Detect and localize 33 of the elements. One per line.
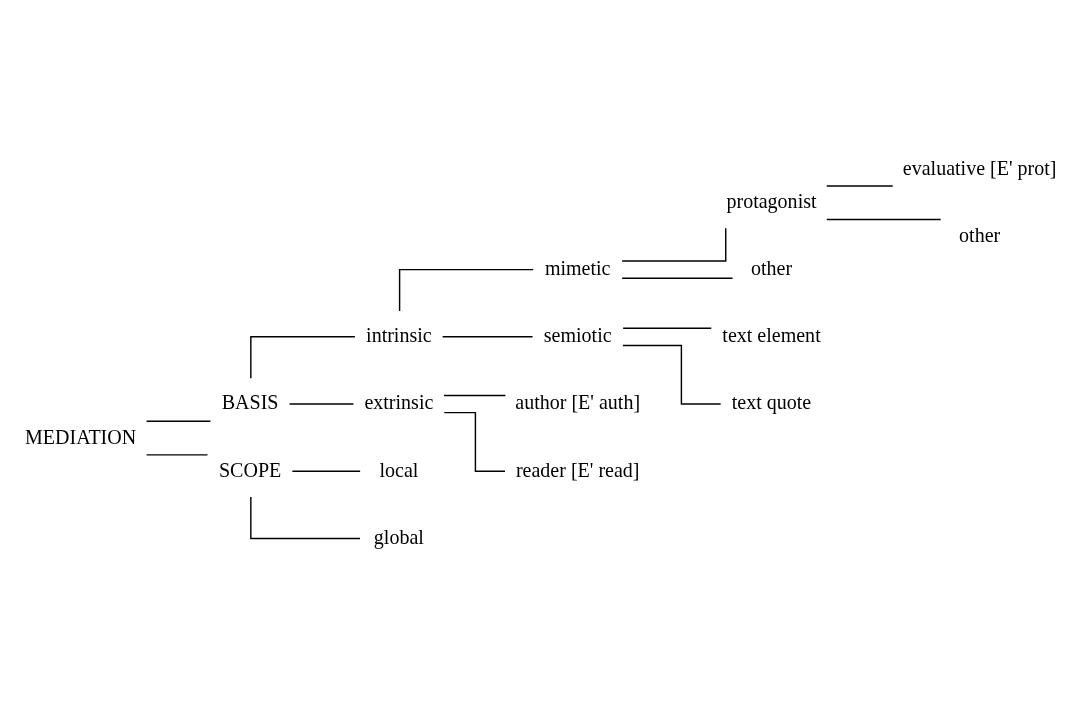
connector xyxy=(145,420,212,422)
node-text: SCOPE xyxy=(218,458,282,481)
connector xyxy=(291,470,361,472)
node-text: mimetic xyxy=(544,256,611,279)
node-text: intrinsic xyxy=(366,324,432,347)
connector xyxy=(250,336,356,379)
node-text: text quote xyxy=(731,391,812,414)
connector xyxy=(398,268,534,312)
node-text: local xyxy=(379,458,419,481)
connector xyxy=(250,496,361,540)
node-text: other xyxy=(750,256,793,279)
connector xyxy=(826,218,942,221)
node-text: other xyxy=(959,223,1001,246)
node-text: extrinsic xyxy=(364,391,434,414)
node-text: author [E' auth] xyxy=(515,391,641,414)
connector xyxy=(441,336,534,338)
connector xyxy=(145,454,209,456)
node-text: reader [E' read] xyxy=(515,458,640,481)
connector xyxy=(288,403,355,405)
node-text: protagonist xyxy=(726,189,817,212)
connector xyxy=(826,185,894,187)
connector xyxy=(443,411,506,472)
connector xyxy=(621,277,734,279)
connector xyxy=(443,394,507,397)
node-text: semiotic xyxy=(543,324,612,347)
connector xyxy=(622,327,713,329)
node-text: BASIS xyxy=(221,391,279,414)
node-text: MEDIATION xyxy=(25,425,137,448)
node-text: global xyxy=(373,525,424,548)
connector xyxy=(621,227,727,262)
node-text: text element xyxy=(722,324,821,347)
node-text: evaluative [E' prot] xyxy=(902,156,1057,179)
connector xyxy=(622,344,722,405)
